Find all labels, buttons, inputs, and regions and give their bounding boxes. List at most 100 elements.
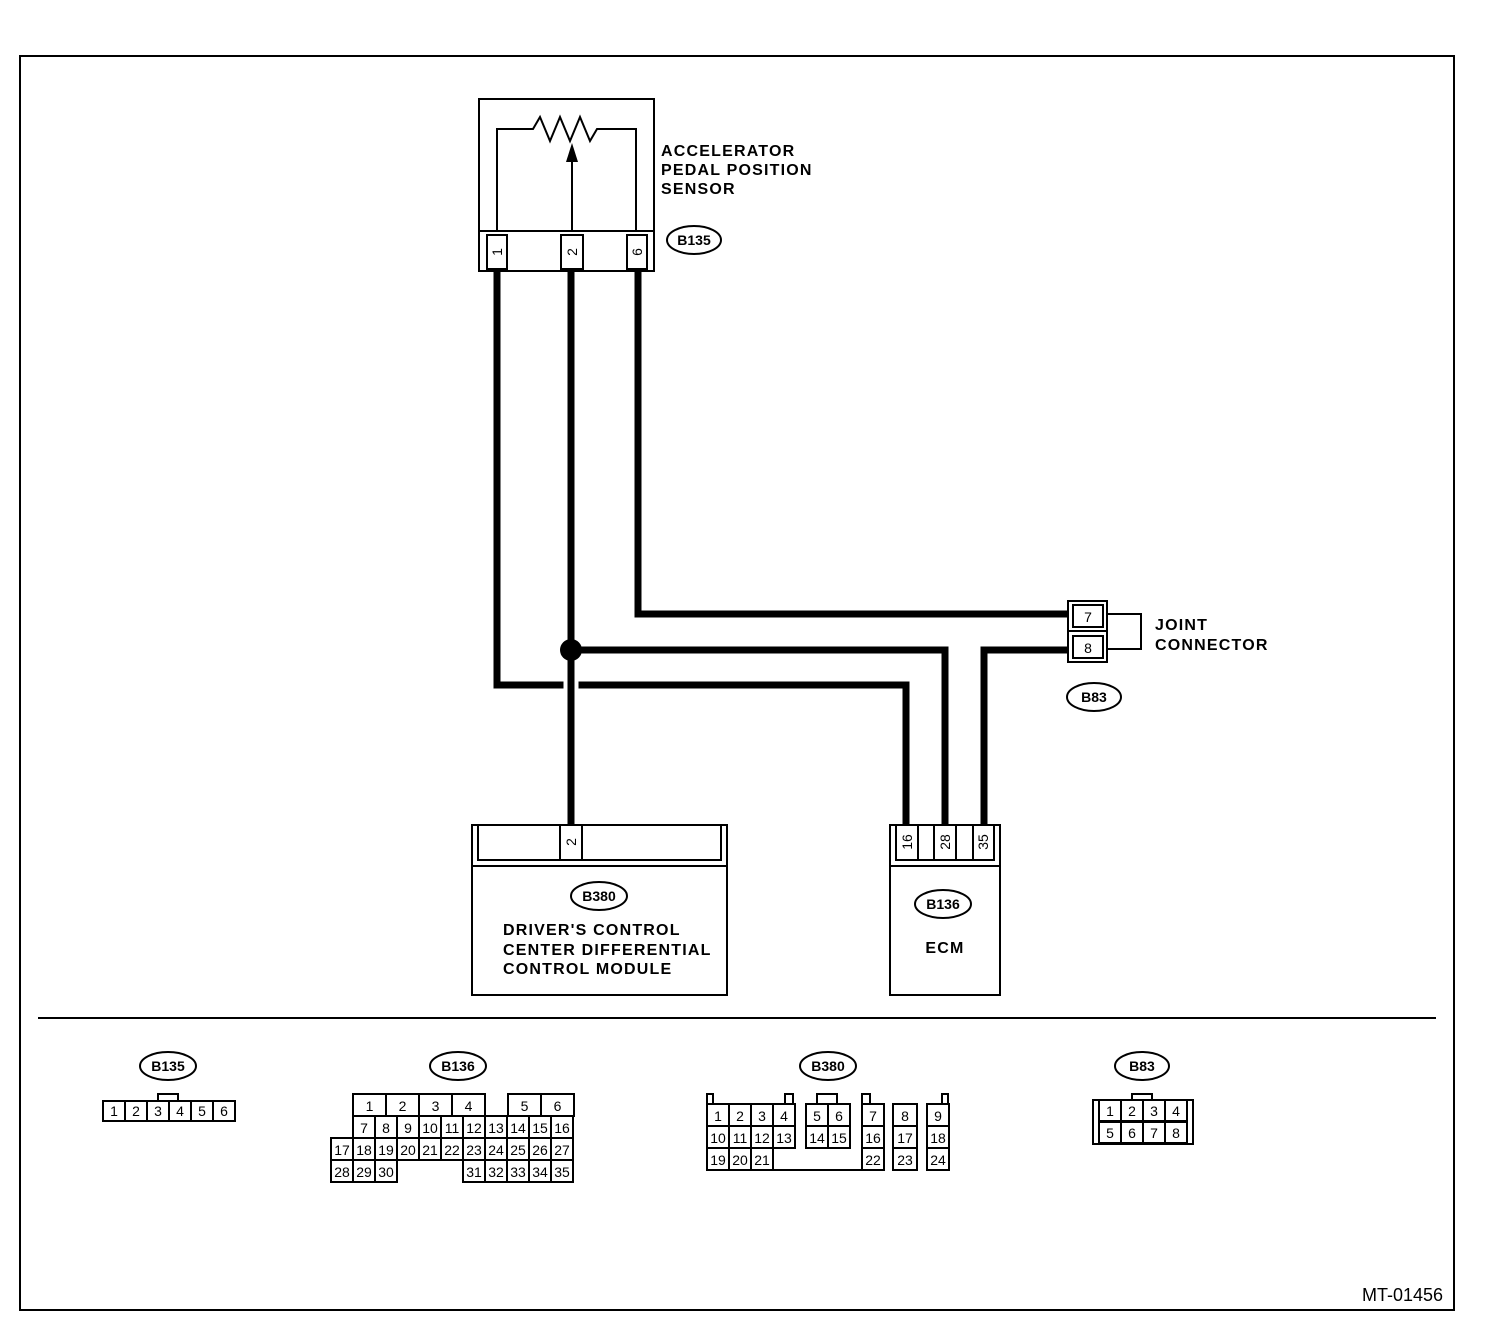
joint-connector-id: B83 <box>1081 689 1107 705</box>
connector-pin-cell: 2 <box>736 1108 744 1124</box>
sensor-label-line-3: SENSOR <box>661 181 736 198</box>
connector-pin-cell: 21 <box>754 1152 770 1168</box>
connector-pin-cell: 19 <box>378 1142 394 1158</box>
connector-pin-cell: 6 <box>220 1103 228 1119</box>
connector-pin-cell: 7 <box>360 1120 368 1136</box>
connector-pin-cell: 19 <box>710 1152 726 1168</box>
connector-pin-cell: 22 <box>444 1142 460 1158</box>
ecm-pin-28: 28 <box>937 834 953 850</box>
connector-pin-cell: 16 <box>554 1120 570 1136</box>
connector-pin-cell: 24 <box>488 1142 504 1158</box>
connector-pin-cell: 5 <box>813 1108 821 1124</box>
connector-pin-cell: 8 <box>901 1108 909 1124</box>
ecm-module: 16 28 35 B136 ECM <box>889 824 1001 996</box>
connector-pin-cell: 15 <box>831 1130 847 1146</box>
joint-pin-8: 8 <box>1084 640 1092 656</box>
connector-pin-cell: 21 <box>422 1142 438 1158</box>
connector-pin-cell: 1 <box>714 1108 722 1124</box>
dccd-connector-id: B380 <box>582 888 616 904</box>
connector-pin-cell: 31 <box>466 1164 482 1180</box>
connector-pin-cell: 3 <box>432 1098 440 1114</box>
connector-pin-cell: 4 <box>465 1098 473 1114</box>
connector-pin-cell: 20 <box>400 1142 416 1158</box>
view-b135-label: B135 <box>151 1058 185 1074</box>
view-b83-label: B83 <box>1129 1058 1155 1074</box>
dccd-label-line-2: CENTER DIFFERENTIAL <box>503 942 712 959</box>
connector-pin-cell: 35 <box>554 1164 570 1180</box>
connector-pin-cell: 28 <box>334 1164 350 1180</box>
connector-pin-cell: 10 <box>422 1120 438 1136</box>
connector-pin-cell: 14 <box>809 1130 825 1146</box>
connector-pin-cell: 8 <box>382 1120 390 1136</box>
ecm-pin-16: 16 <box>899 834 915 850</box>
connector-pin-cell: 15 <box>532 1120 548 1136</box>
view-b136-label: B136 <box>441 1058 475 1074</box>
connector-pin-cell: 29 <box>356 1164 372 1180</box>
connector-pin-cell: 8 <box>1172 1125 1180 1141</box>
connector-pin-cell: 2 <box>399 1098 407 1114</box>
connector-pin-cell: 18 <box>356 1142 372 1158</box>
connector-pin-cell: 5 <box>198 1103 206 1119</box>
connector-pin-cell: 6 <box>835 1108 843 1124</box>
view-oval-b135 <box>139 1051 197 1081</box>
connector-pin-cell: 1 <box>110 1103 118 1119</box>
connector-oval-b83 <box>1066 682 1122 712</box>
connector-pin-cell: 4 <box>780 1108 788 1124</box>
joint-label-line-2: CONNECTOR <box>1155 637 1269 654</box>
connector-pin-cell: 18 <box>930 1130 946 1146</box>
connector-pin-cell: 3 <box>1150 1103 1158 1119</box>
connector-pin-cell: 23 <box>897 1152 913 1168</box>
connector-pin-cell: 32 <box>488 1164 504 1180</box>
connector-pin-cell: 6 <box>554 1098 562 1114</box>
connector-pin-cell: 7 <box>869 1108 877 1124</box>
connector-pin-cell: 4 <box>176 1103 184 1119</box>
figure-reference: MT-01456 <box>1362 1285 1443 1305</box>
connector-pin-cell: 2 <box>132 1103 140 1119</box>
connector-pin-cell: 5 <box>1106 1125 1114 1141</box>
connector-pin-cell: 23 <box>466 1142 482 1158</box>
connector-pin-cell: 3 <box>758 1108 766 1124</box>
connector-pin-cell: 13 <box>776 1130 792 1146</box>
connector-pin-cell: 25 <box>510 1142 526 1158</box>
view-oval-b83 <box>1114 1051 1170 1081</box>
wire-pin6-to-joint7 <box>634 271 1070 618</box>
connector-pin-cell: 11 <box>733 1130 748 1146</box>
connector-pin-cell: 1 <box>1106 1103 1114 1119</box>
connector-pin-cell: 26 <box>532 1142 548 1158</box>
wire-joint8-to-ecm35 <box>980 646 1070 825</box>
connector-oval-b135 <box>666 225 722 255</box>
dccd-pin-2: 2 <box>563 838 579 846</box>
connector-pin-cell: 16 <box>865 1130 881 1146</box>
connector-pin-cell: 20 <box>732 1152 748 1168</box>
connector-pin-cell: 33 <box>510 1164 526 1180</box>
sensor-label-line-2: PEDAL POSITION <box>661 162 813 179</box>
connector-pin-cell: 4 <box>1172 1103 1180 1119</box>
connector-pin-cell: 3 <box>154 1103 162 1119</box>
ecm-connector-id: B136 <box>926 896 960 912</box>
sensor-pin-6: 6 <box>629 248 645 256</box>
view-b380-label: B380 <box>811 1058 845 1074</box>
sensor-label-line-1: ACCELERATOR <box>661 143 795 160</box>
joint-pin-7: 7 <box>1084 609 1092 625</box>
connector-pin-cell: 11 <box>445 1120 460 1136</box>
connector-pin-cell: 5 <box>521 1098 529 1114</box>
view-oval-b136 <box>429 1051 487 1081</box>
dccd-control-module: 2 B380 DRIVER'S CONTROL CENTER DIFFERENT… <box>471 824 728 996</box>
connector-pin-cell: 9 <box>934 1108 942 1124</box>
splice-point <box>560 639 582 661</box>
connector-pin-cell: 27 <box>554 1142 570 1158</box>
connector-pin-cell: 7 <box>1150 1125 1158 1141</box>
potentiometer-symbol <box>496 114 637 231</box>
view-oval-b380 <box>799 1051 857 1081</box>
wiring-harness <box>493 271 1070 825</box>
connector-pin-cell: 14 <box>510 1120 526 1136</box>
sensor-connector-id: B135 <box>677 232 711 248</box>
connector-pin-cell: 9 <box>404 1120 412 1136</box>
dccd-label-line-1: DRIVER'S CONTROL <box>503 922 681 939</box>
connector-pin-cell: 12 <box>754 1130 770 1146</box>
ecm-pin-35: 35 <box>975 834 991 850</box>
connector-oval-b136 <box>914 889 972 919</box>
